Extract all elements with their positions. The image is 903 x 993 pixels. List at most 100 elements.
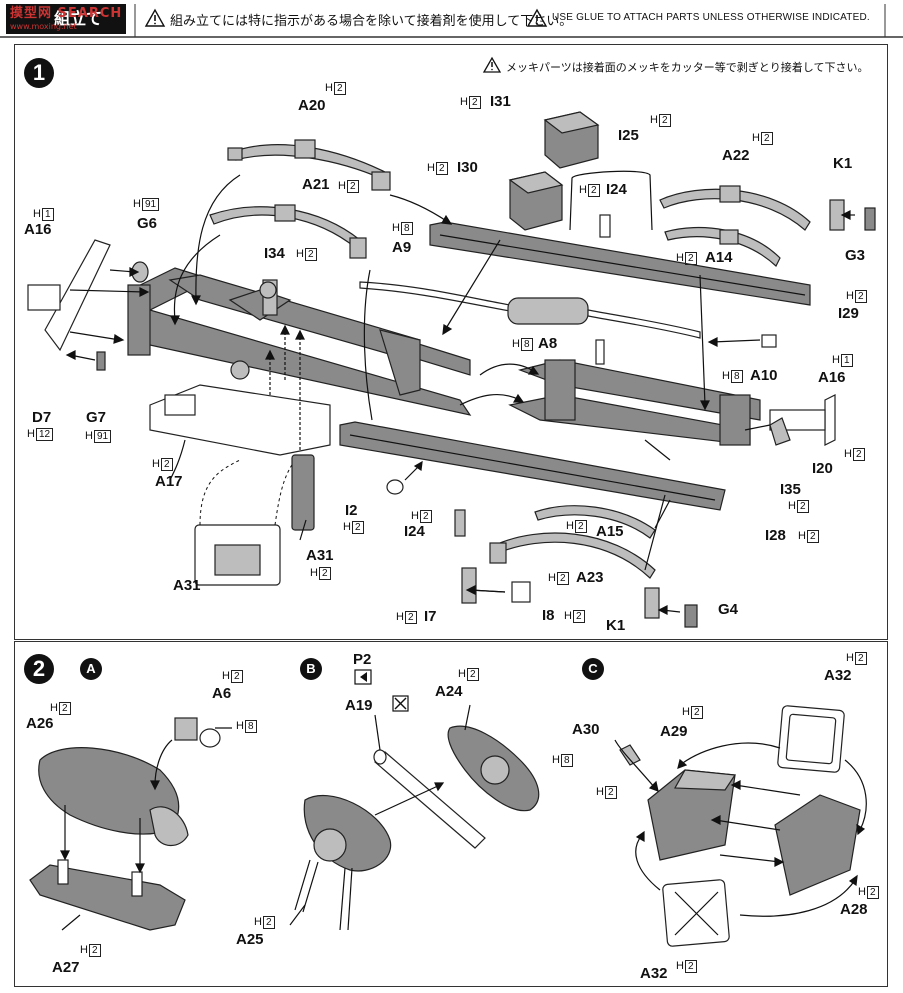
label-a26: A26 [26,715,54,732]
label-p2: P2 [353,651,372,668]
label-i24-bottom: I24 [404,523,425,540]
axle-shaft-a19 [373,749,486,849]
label-i35: I35 [780,481,801,498]
assembly-arrows [65,174,855,615]
label-a25: A25 [236,931,264,948]
label-a27: A27 [52,959,80,976]
step2-number: 2 [24,654,54,684]
label-i2: I2 [345,502,358,519]
label-a14: A14 [705,249,733,266]
arrows-b [289,704,471,926]
label-a30: A30 [572,721,600,738]
section-title: 組立て [6,4,126,34]
label-d7: D7 [32,409,52,426]
plating-warning-icon [482,56,502,73]
diff-housing-a25 [294,794,392,931]
substep-a: A [80,658,102,680]
label-a22: A22 [722,147,750,164]
chassis-frame-rear [508,359,761,446]
part-g3 [864,207,876,231]
battery-i30 [508,171,564,231]
glue-notice-en: USE GLUE TO ATTACH PARTS UNLESS OTHERWIS… [552,12,870,23]
front-bumper-a16 [27,239,111,352]
part-g7 [96,351,106,371]
battery-i31 [543,111,600,169]
floor-plate-a17 [149,384,331,456]
warning-icon [144,8,166,27]
plating-note: メッキパーツは接着面のメッキをカッター等で剥ぎとり接着して下さい。 [506,61,869,74]
label-i7: I7 [424,608,437,625]
step1-panel [14,44,888,640]
label-a8: A8 [538,335,558,352]
label-a20: A20 [298,97,326,114]
leaf-spring-a21 [209,204,367,259]
tank-half-a29 [647,769,737,861]
label-i34: I34 [264,245,285,262]
part-i7 [461,567,477,604]
label-i31: I31 [490,93,511,110]
label-a6: A6 [212,685,232,702]
step2-panel [14,641,888,987]
label-a15: A15 [596,523,624,540]
part-indicator-p2-icon [354,669,372,685]
label-a29: A29 [660,723,688,740]
leaf-spring-a15 [534,505,656,539]
label-a19: A19 [345,697,373,714]
step1-number: 1 [24,58,54,88]
label-g7: G7 [86,409,107,426]
part-a6 [174,717,221,748]
label-a16-right: A16 [818,369,846,386]
part-i2 [386,479,404,495]
detail-box-a31 [194,454,301,586]
label-a17: A17 [155,473,183,490]
label-i24-top: I24 [606,181,627,198]
header-lines [0,4,903,38]
label-i30: I30 [457,159,478,176]
part-a8 [595,339,605,365]
label-i8: I8 [542,607,555,624]
glue-notice-jp: 組み立てには特に指示がある場合を除いて接着剤を使用して下さい。 [170,14,573,29]
label-a28: A28 [840,901,868,918]
label-i20: I20 [812,460,833,477]
label-k1-top: K1 [833,155,853,172]
engine-a26 [38,747,189,847]
diff-housing-a24 [447,725,540,812]
part-a30 [619,744,641,766]
label-i29: I29 [838,305,859,322]
bracket-k1-bottom [644,587,660,619]
part-i24-upper [599,214,611,238]
substep-b: B [300,658,322,680]
leaf-spring-a22 [659,185,811,231]
label-a31-part: A31 [306,547,334,564]
label-a24: A24 [435,683,463,700]
label-a32-bottom: A32 [640,965,668,982]
